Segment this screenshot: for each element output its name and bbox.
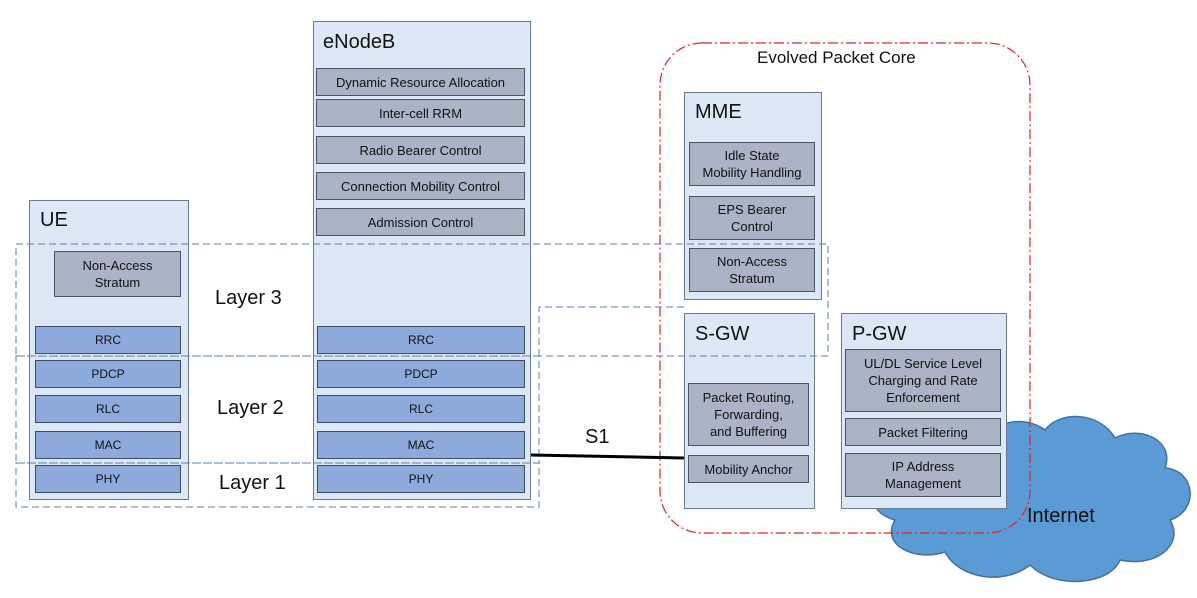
mme-function-box: Idle State Mobility Handling bbox=[689, 142, 815, 186]
layer1-boundary bbox=[15, 462, 540, 508]
layer2-label: Layer 2 bbox=[217, 397, 284, 419]
ue-rrc-box: RRC bbox=[35, 326, 181, 354]
layer1-label: Layer 1 bbox=[219, 472, 286, 494]
enodeb-mac-box: MAC bbox=[317, 431, 525, 459]
s1-interface-boundary bbox=[538, 306, 684, 356]
epc-boundary bbox=[659, 42, 1031, 534]
s1-label: S1 bbox=[585, 426, 610, 448]
enodeb-phy-box: PHY bbox=[317, 465, 525, 493]
enodeb-function-box: Connection Mobility Control bbox=[316, 172, 525, 200]
pgw-function-box: UL/DL Service Level Charging and Rate En… bbox=[845, 349, 1001, 412]
ue-title: UE bbox=[40, 209, 68, 231]
enodeb-pdcp-box: PDCP bbox=[317, 360, 525, 388]
enodeb-function-box: Radio Bearer Control bbox=[316, 136, 525, 164]
mme-function-box: Non-Access Stratum bbox=[689, 248, 815, 292]
pgw-title: P-GW bbox=[852, 323, 907, 345]
enodeb-function-box: Admission Control bbox=[316, 208, 525, 236]
enodeb-function-box: Dynamic Resource Allocation bbox=[316, 68, 525, 96]
ue-phy-box: PHY bbox=[35, 465, 181, 493]
layer2-boundary bbox=[15, 355, 540, 464]
enodeb-rrc-box: RRC bbox=[317, 326, 525, 354]
sgw-function-box: Mobility Anchor bbox=[688, 455, 809, 483]
internet-label: Internet bbox=[1027, 505, 1095, 527]
ue-rlc-box: RLC bbox=[35, 395, 181, 423]
ue-pdcp-box: PDCP bbox=[35, 360, 181, 388]
mme-title: MME bbox=[695, 101, 742, 123]
enodeb-function-box: Inter-cell RRM bbox=[316, 99, 525, 127]
epc-title: Evolved Packet Core bbox=[757, 48, 916, 67]
layer3-boundary bbox=[15, 243, 829, 357]
layer3-label: Layer 3 bbox=[215, 287, 282, 309]
ue-mac-box: MAC bbox=[35, 431, 181, 459]
enodeb-rlc-box: RLC bbox=[317, 395, 525, 423]
pgw-function-box: IP Address Management bbox=[845, 453, 1001, 497]
enodeb-title: eNodeB bbox=[323, 31, 396, 53]
sgw-title: S-GW bbox=[695, 323, 750, 345]
ue-nas-box: Non-Access Stratum bbox=[54, 251, 181, 297]
pgw-function-box: Packet Filtering bbox=[845, 418, 1001, 446]
s1-link bbox=[530, 453, 685, 460]
sgw-function-box: Packet Routing, Forwarding, and Bufferin… bbox=[688, 383, 809, 446]
mme-function-box: EPS Bearer Control bbox=[689, 196, 815, 240]
